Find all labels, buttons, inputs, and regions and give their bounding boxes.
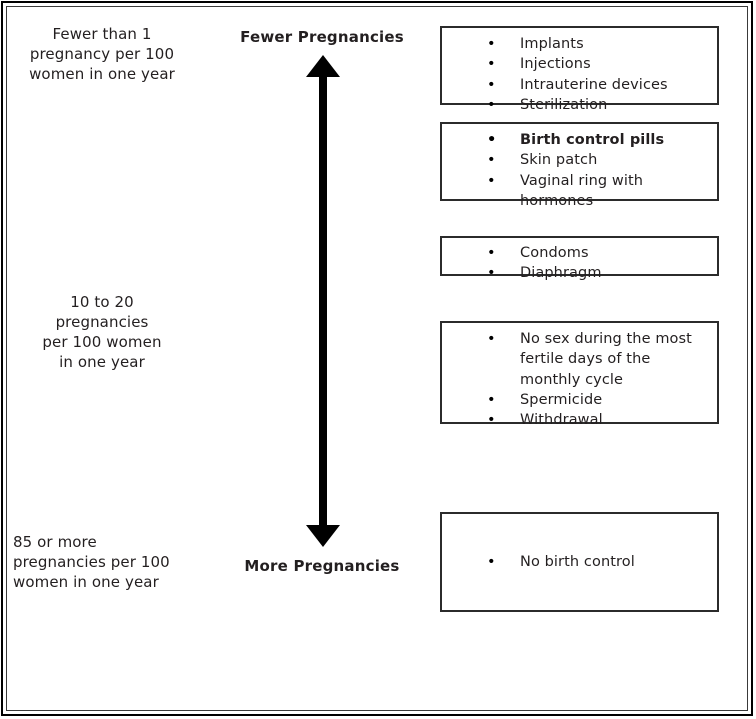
axis-heading-more-pregnancies: More Pregnancies <box>244 557 400 575</box>
method-label: Injections <box>520 56 591 73</box>
list-item: • Intrauterine devices <box>442 75 713 95</box>
method-label: Condoms <box>520 245 589 261</box>
bullet-icon: • <box>487 132 497 148</box>
method-label: No birth control <box>520 553 635 570</box>
list-item: • Vaginal ring with hormones <box>442 171 713 212</box>
method-box-barrier: • Condoms • Diaphragm <box>440 236 719 281</box>
scale-caption-low-line-1: Fewer than 1 <box>52 25 152 43</box>
method-list: • No birth control <box>442 514 717 610</box>
axis-heading-fewer-pregnancies: Fewer Pregnancies <box>240 28 404 46</box>
method-label: Sterilization <box>520 96 608 113</box>
list-item: • No birth control <box>442 552 717 572</box>
list-item: • Diaphragm <box>442 263 713 283</box>
bullet-icon: • <box>487 96 496 113</box>
list-item: • Birth control pills <box>442 130 713 150</box>
method-label: Withdrawal <box>520 412 603 429</box>
method-label: Vaginal ring with hormones <box>520 172 644 209</box>
bullet-icon: • <box>487 56 496 73</box>
method-label: Implants <box>520 36 584 52</box>
scale-caption-fewer-than-1: Fewer than 1 pregnancy per 100 women in … <box>16 25 188 85</box>
scale-caption-high-line-2: pregnancies per 100 <box>13 552 170 571</box>
list-item: • Implants <box>442 34 713 54</box>
method-list: • Condoms • Diaphragm <box>442 243 713 284</box>
bullet-icon: • <box>487 265 496 282</box>
list-item: • No sex during the most fertile days of… <box>442 329 713 390</box>
scale-caption-high-line-1: 85 or more <box>13 533 97 551</box>
bullet-icon: • <box>487 172 496 189</box>
list-item: • Spermicide <box>442 390 713 410</box>
method-label: Intrauterine devices <box>520 76 668 93</box>
list-item: • Sterilization <box>442 95 713 115</box>
scale-caption-mid-line-1: 10 to 20 <box>70 293 134 311</box>
method-box-most-effective: • Implants • Injections • Intrauterine d… <box>440 26 719 113</box>
method-list: • Birth control pills • Skin patch • Vag… <box>442 130 713 211</box>
scale-caption-10-to-20: 10 to 20 pregnancies per 100 women in on… <box>16 293 188 373</box>
bullet-icon: • <box>487 412 496 429</box>
method-label: Birth control pills <box>520 132 665 148</box>
bullet-icon: • <box>487 76 496 93</box>
method-label: Diaphragm <box>520 265 602 282</box>
arrow-down-head-icon <box>306 525 340 547</box>
list-item: • Skin patch <box>442 150 713 170</box>
method-box-behavioral: • No sex during the most fertile days of… <box>440 321 719 428</box>
bullet-icon: • <box>487 36 496 52</box>
bullet-icon: • <box>487 391 496 408</box>
bullet-icon: • <box>487 553 496 570</box>
method-list: • Implants • Injections • Intrauterine d… <box>442 34 713 115</box>
bullet-icon: • <box>487 331 496 347</box>
scale-caption-low-line-2: pregnancy per 100 <box>29 44 175 63</box>
scale-caption-low-line-3: women in one year <box>29 64 175 83</box>
scale-caption-mid-line-2: pregnancies <box>55 312 149 331</box>
vertical-double-arrow-icon <box>306 55 340 547</box>
arrow-up-head-icon <box>306 55 340 77</box>
method-box-hormonal: • Birth control pills • Skin patch • Vag… <box>440 122 719 209</box>
method-list: • No sex during the most fertile days of… <box>442 329 713 430</box>
method-label: No sex during the most fertile days of t… <box>520 331 692 388</box>
method-label: Skin patch <box>520 152 598 169</box>
list-item: • Withdrawal <box>442 410 713 430</box>
scale-caption-mid-line-4: in one year <box>59 352 145 371</box>
bullet-icon: • <box>487 245 496 261</box>
bullet-icon: • <box>487 152 496 169</box>
method-box-none: • No birth control <box>440 512 719 612</box>
scale-caption-85-or-more: 85 or more pregnancies per 100 women in … <box>13 533 203 593</box>
scale-caption-mid-line-3: per 100 women <box>42 332 162 351</box>
list-item: • Injections <box>442 54 713 74</box>
arrow-shaft <box>319 71 327 531</box>
scale-caption-high-line-3: women in one year <box>13 572 159 591</box>
list-item: • Condoms <box>442 243 713 263</box>
method-label: Spermicide <box>520 391 603 408</box>
